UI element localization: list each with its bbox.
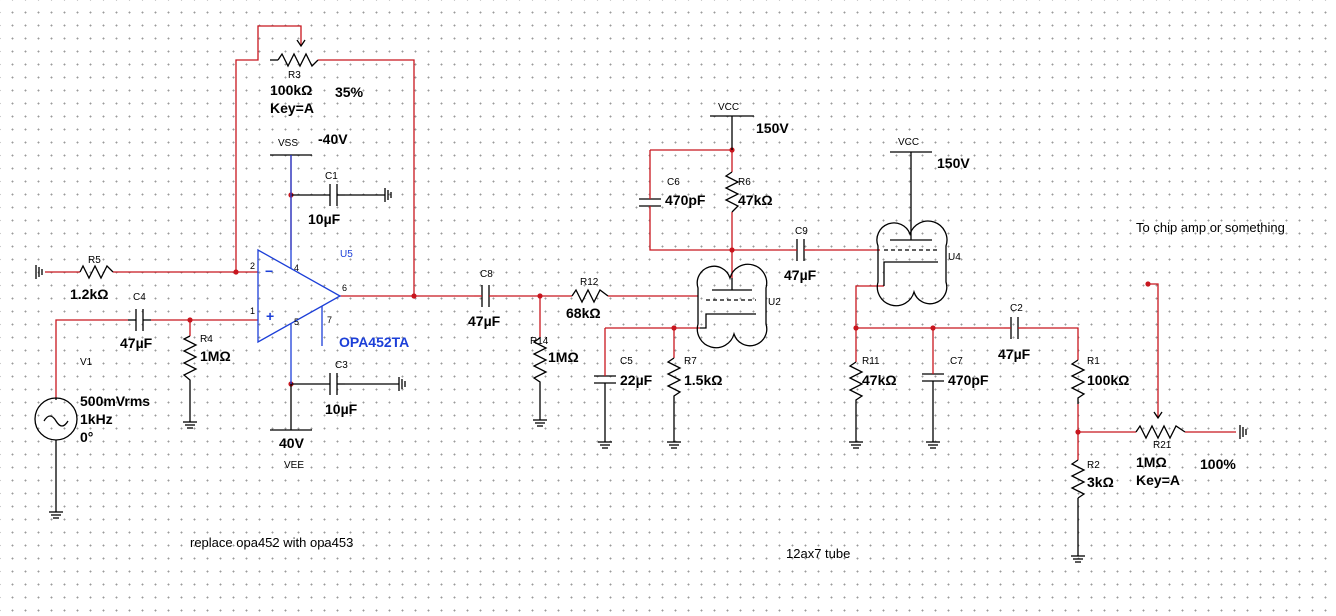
r1-value: 100kΩ xyxy=(1087,372,1130,388)
junction-dots xyxy=(187,147,1151,435)
pin-7: 7 xyxy=(327,315,333,325)
c3-ref: C3 xyxy=(335,360,348,371)
pin-1: 1 xyxy=(250,306,256,316)
c5-value: 22µF xyxy=(620,372,653,388)
r21-key: Key=A xyxy=(1136,472,1180,488)
vcc2-name: VCC xyxy=(898,137,920,148)
u4-ref: U4 xyxy=(948,252,961,263)
vee-name: VEE xyxy=(284,460,305,471)
v1-amplitude: 500mVrms xyxy=(80,393,151,409)
r3-key: Key=A xyxy=(270,100,314,116)
pin-5: 5 xyxy=(294,317,300,327)
u2-ref: U2 xyxy=(768,297,781,308)
c1-value: 10µF xyxy=(308,211,341,227)
r2-value: 3kΩ xyxy=(1087,474,1114,490)
r5-ref: R5 xyxy=(88,255,101,266)
c4-value: 47µF xyxy=(120,335,153,351)
c6-value: 470pF xyxy=(665,192,706,208)
c7-value: 470pF xyxy=(948,372,989,388)
r21-value: 1MΩ xyxy=(1136,454,1167,470)
opamp-u5[interactable] xyxy=(257,155,342,384)
r4-ref: R4 xyxy=(200,334,213,345)
opamp-minus: − xyxy=(265,263,274,279)
r3-percent: 35% xyxy=(335,84,364,100)
r7-ref: R7 xyxy=(684,356,697,367)
tube-u4[interactable] xyxy=(876,220,948,307)
r6-ref: R6 xyxy=(738,177,751,188)
r7-value: 1.5kΩ xyxy=(684,372,723,388)
vcc1-name: VCC xyxy=(718,102,740,113)
note-replace: replace opa452 with opa453 xyxy=(190,535,354,550)
vss-name: VSS xyxy=(278,138,299,149)
r21-percent: 100% xyxy=(1200,456,1236,472)
c9-value: 47µF xyxy=(784,267,817,283)
r3-value: 100kΩ xyxy=(270,82,313,98)
note-output: To chip amp or something xyxy=(1136,220,1285,235)
resistors xyxy=(79,39,1186,499)
c7-ref: C7 xyxy=(950,356,963,367)
wire-network xyxy=(45,25,1236,460)
vee-voltage: 40V xyxy=(279,435,304,451)
c9-ref: C9 xyxy=(795,226,808,237)
pin-6: 6 xyxy=(342,283,348,293)
c8-value: 47µF xyxy=(468,313,501,329)
ground-symbols xyxy=(35,187,1247,563)
vcc1-voltage: 150V xyxy=(756,120,789,136)
c3-value: 10µF xyxy=(325,401,358,417)
c2-ref: C2 xyxy=(1010,303,1023,314)
r6-value: 47kΩ xyxy=(738,192,773,208)
r14-ref: R14 xyxy=(530,336,549,347)
note-tube: 12ax7 tube xyxy=(786,546,851,561)
u5-ref: U5 xyxy=(340,249,353,260)
tube-u2[interactable] xyxy=(696,263,768,349)
c2-value: 47µF xyxy=(998,346,1031,362)
v1-ref: V1 xyxy=(80,357,93,368)
pin-2: 2 xyxy=(250,261,256,271)
r11-value: 47kΩ xyxy=(862,372,897,388)
c4-ref: C4 xyxy=(133,292,146,303)
r12-ref: R12 xyxy=(580,277,599,288)
r3-ref: R3 xyxy=(288,70,301,81)
r21-ref: R21 xyxy=(1153,440,1172,451)
v1-frequency: 1kHz xyxy=(80,411,113,427)
r14-value: 1MΩ xyxy=(548,349,579,365)
r11-ref: R11 xyxy=(862,356,880,367)
supply-symbols xyxy=(270,115,932,431)
c8-ref: C8 xyxy=(480,269,493,280)
capacitors xyxy=(128,184,1026,395)
v1-phase: 0° xyxy=(80,429,94,445)
pin-4: 4 xyxy=(294,263,300,273)
vcc2-voltage: 150V xyxy=(937,155,970,171)
r12-value: 68kΩ xyxy=(566,305,601,321)
r4-value: 1MΩ xyxy=(200,348,231,364)
r5-value: 1.2kΩ xyxy=(70,286,109,302)
c1-ref: C1 xyxy=(325,171,338,182)
source-v1[interactable] xyxy=(34,397,78,441)
u5-part: OPA452TA xyxy=(339,334,410,350)
c6-ref: C6 xyxy=(667,177,680,188)
r2-ref: R2 xyxy=(1087,460,1100,471)
vss-voltage: -40V xyxy=(318,131,348,147)
opamp-plus: + xyxy=(266,308,275,324)
r1-ref: R1 xyxy=(1087,356,1100,367)
c5-ref: C5 xyxy=(620,356,633,367)
